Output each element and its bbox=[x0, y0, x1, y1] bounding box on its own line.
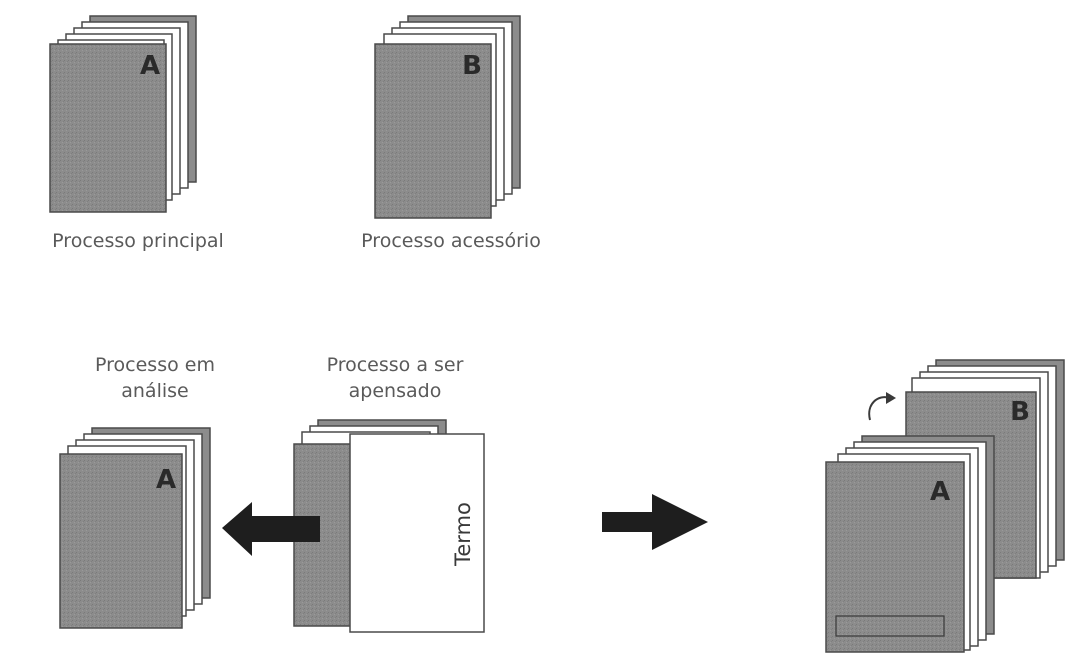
result-front-letter: A bbox=[930, 477, 950, 507]
curved-arrow-icon bbox=[868, 392, 896, 421]
result-back-letter: B bbox=[1010, 397, 1030, 427]
accessory-process-caption: Processo acessório bbox=[361, 230, 541, 252]
accessory-process-folder: B bbox=[374, 15, 521, 219]
main-folder-letter: A bbox=[140, 51, 160, 81]
attach-process-caption: Processo a ser apensado bbox=[326, 354, 464, 402]
analysis-process-folder: A bbox=[59, 427, 211, 629]
right-arrow bbox=[602, 494, 708, 550]
left-arrow bbox=[222, 502, 320, 556]
accessory-folder-letter: B bbox=[462, 51, 482, 81]
result-label-strip bbox=[835, 615, 945, 637]
term-label: Termo bbox=[451, 502, 475, 567]
term-sheet: Termo bbox=[349, 433, 485, 633]
main-process-caption: Processo principal bbox=[52, 230, 224, 252]
result-folder-a: A bbox=[825, 435, 995, 653]
main-process-folder: A bbox=[49, 15, 197, 213]
analysis-process-caption: Processo em análise bbox=[95, 354, 215, 402]
analysis-folder-letter: A bbox=[156, 465, 176, 495]
